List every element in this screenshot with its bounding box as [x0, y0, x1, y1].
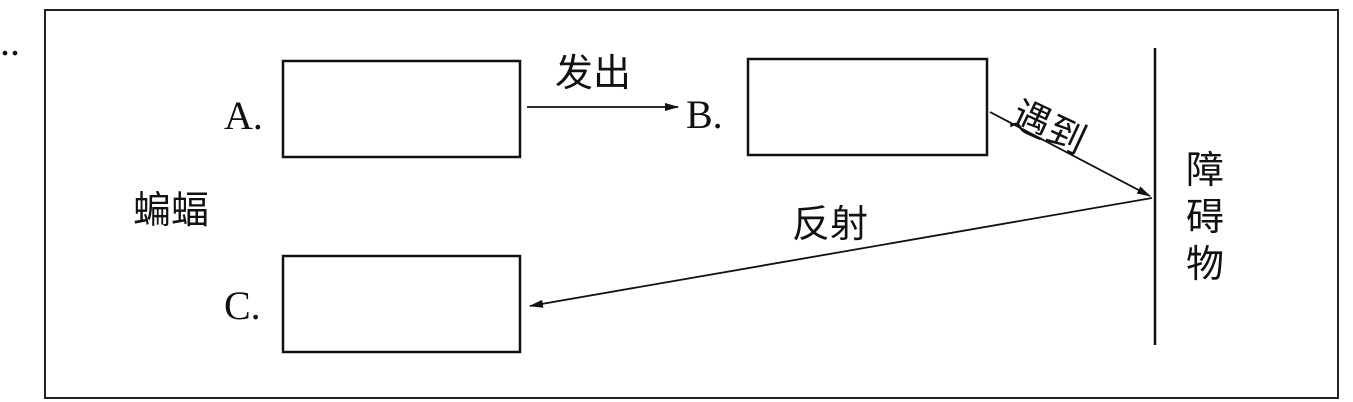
question-marker: .. [0, 19, 20, 64]
box-c [281, 254, 522, 354]
reflect-arrow [529, 197, 1153, 308]
outer-frame [44, 9, 1339, 399]
subject-label: 蝙蝠 [133, 190, 210, 232]
label-c: C. [224, 283, 261, 328]
label-b: B. [686, 92, 723, 137]
encounter-arrow [989, 111, 1151, 197]
emit-label: 发出 [555, 53, 632, 95]
label-a: A. [224, 93, 263, 138]
box-b [746, 57, 989, 157]
box-a [281, 59, 522, 159]
obstacle-label: 障碍物 [1186, 150, 1225, 286]
reflect-label: 反射 [792, 204, 869, 246]
